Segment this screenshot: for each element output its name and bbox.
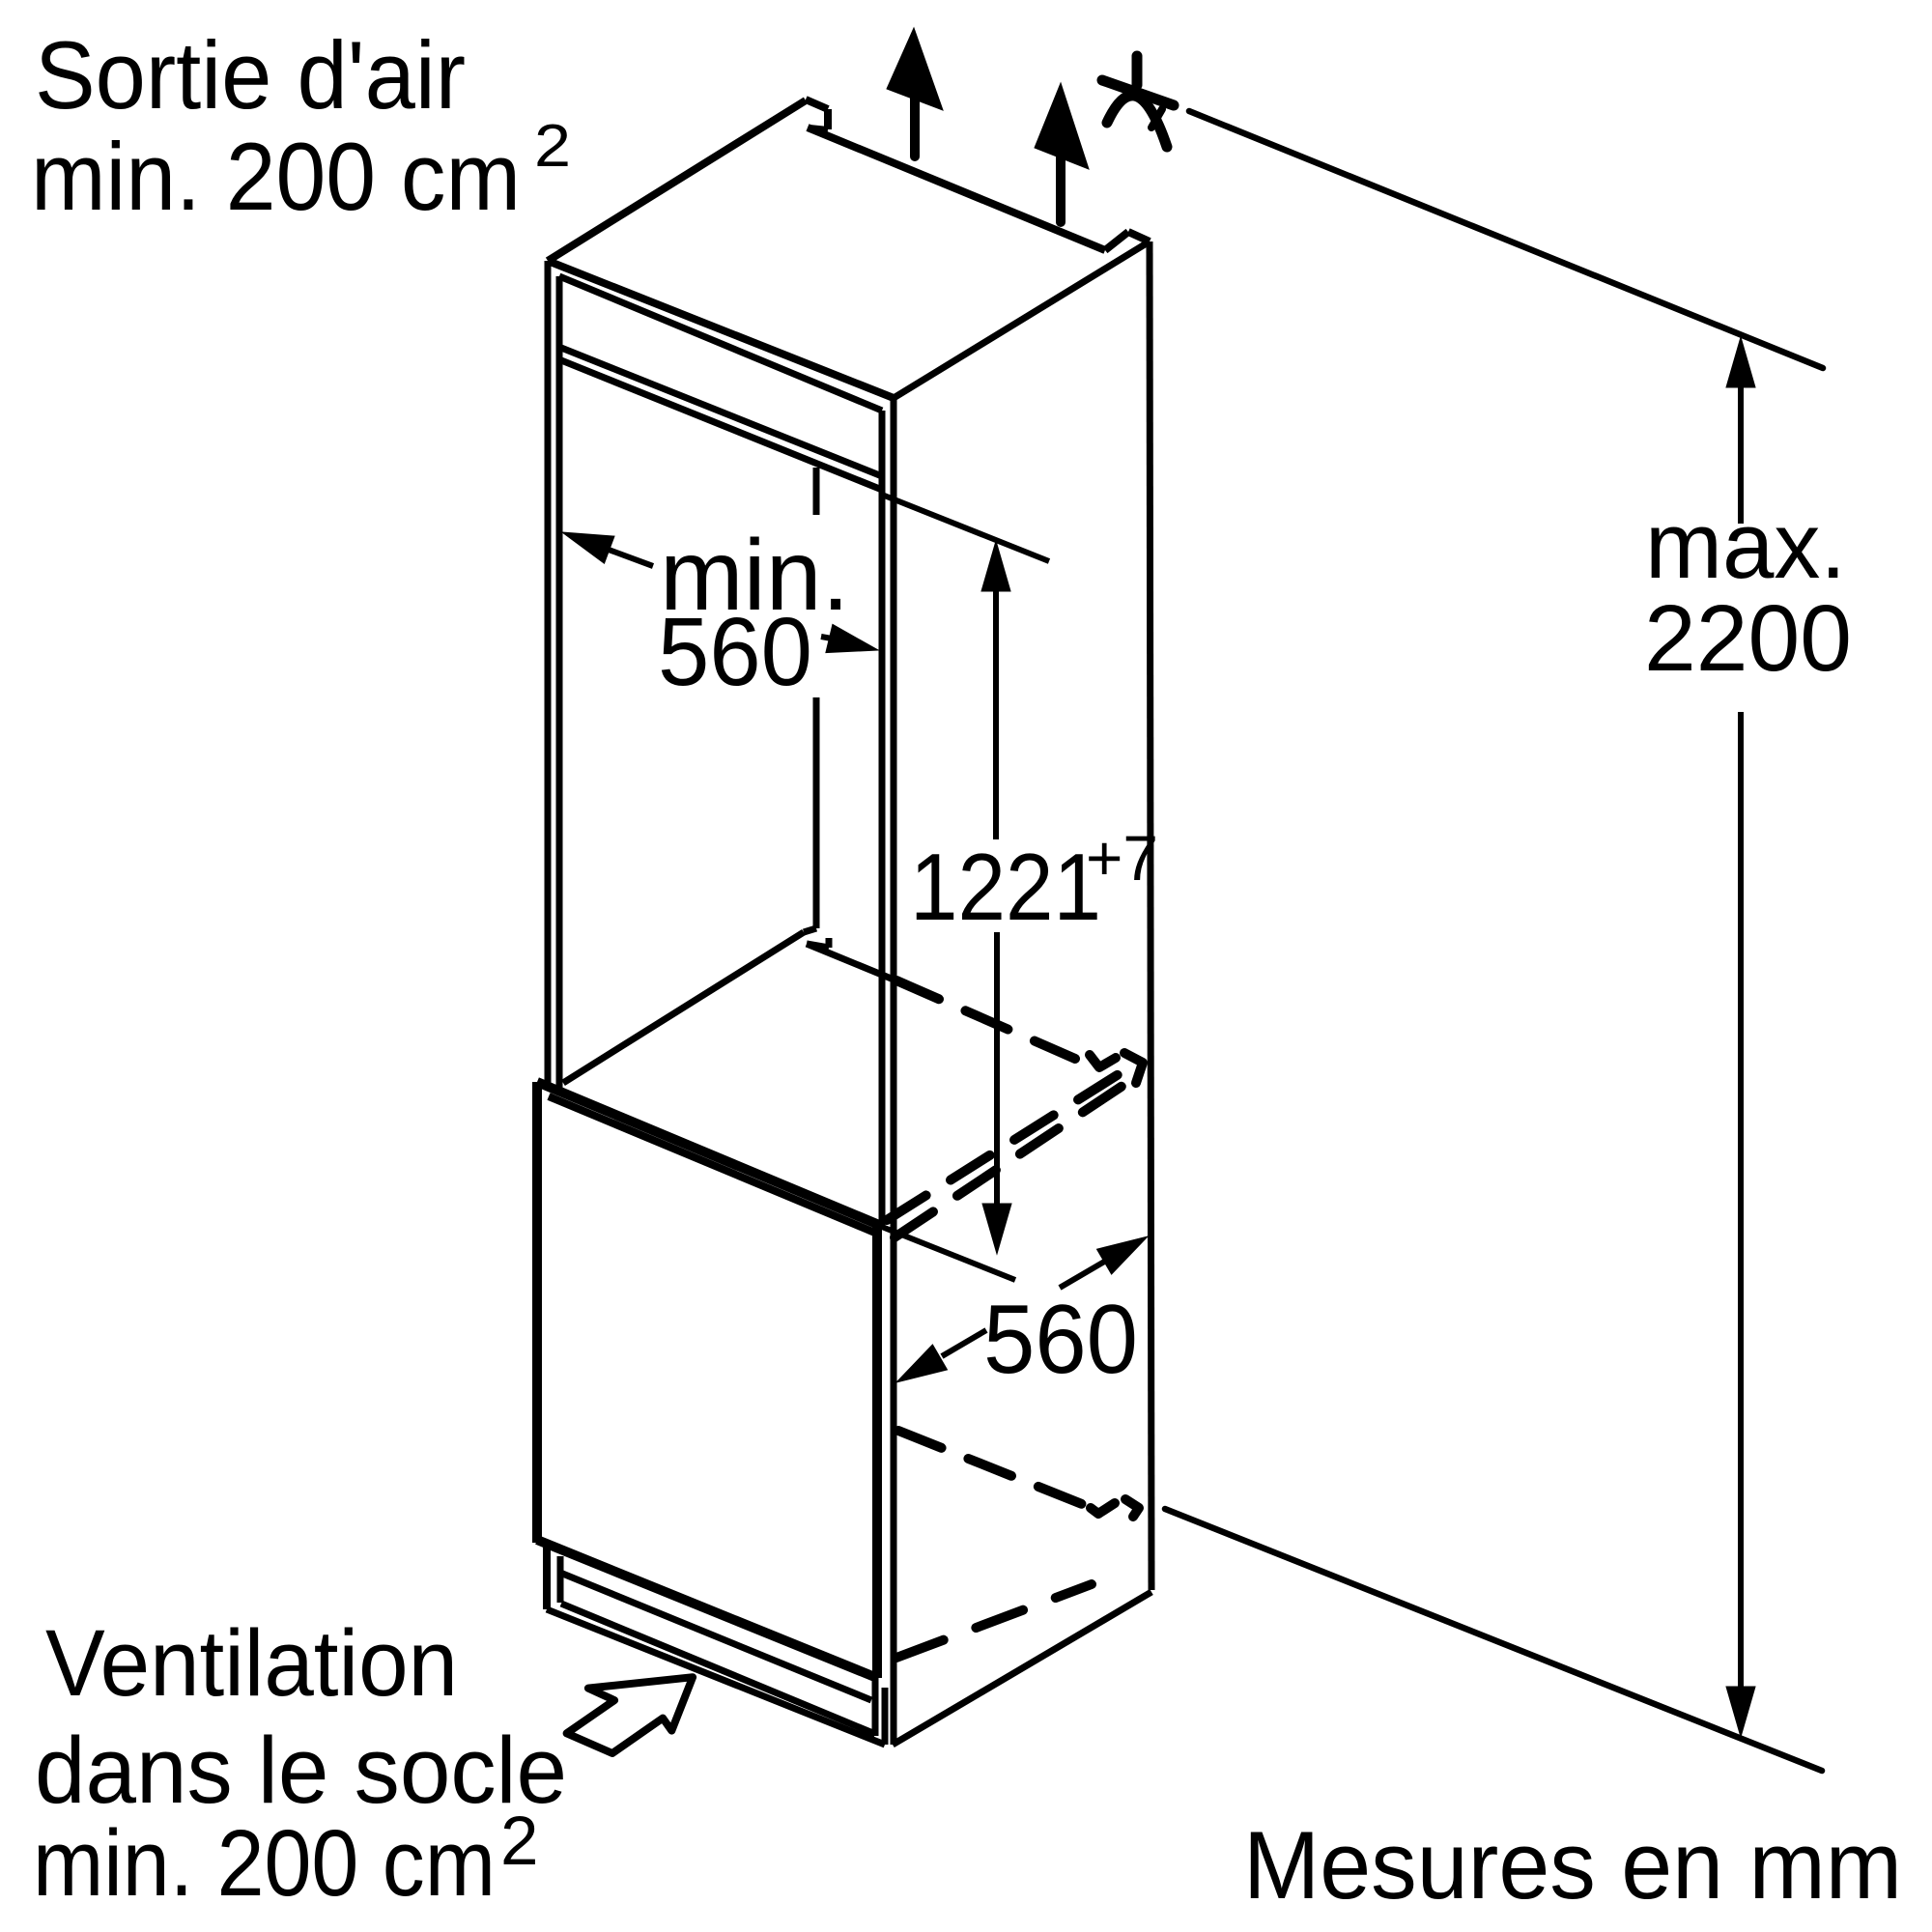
svg-text:2: 2 — [534, 113, 571, 180]
svg-text:560: 560 — [983, 1286, 1138, 1394]
svg-text:2: 2 — [500, 1804, 539, 1880]
svg-text:max.: max. — [1645, 493, 1846, 598]
svg-text:min. 200 cm: min. 200 cm — [33, 1810, 496, 1916]
svg-text:1221: 1221 — [910, 834, 1101, 940]
svg-text:min. 200 cm: min. 200 cm — [31, 123, 521, 230]
svg-text:+7: +7 — [1086, 822, 1158, 894]
svg-text:560: 560 — [658, 598, 812, 706]
svg-text:dans le socle: dans le socle — [35, 1718, 567, 1823]
svg-text:Ventilation: Ventilation — [45, 1610, 458, 1716]
svg-text:Mesures en mm: Mesures en mm — [1243, 1811, 1902, 1918]
svg-text:min.: min. — [660, 520, 849, 632]
svg-text:Sortie d'air: Sortie d'air — [35, 21, 466, 128]
svg-text:2200: 2200 — [1644, 585, 1852, 691]
